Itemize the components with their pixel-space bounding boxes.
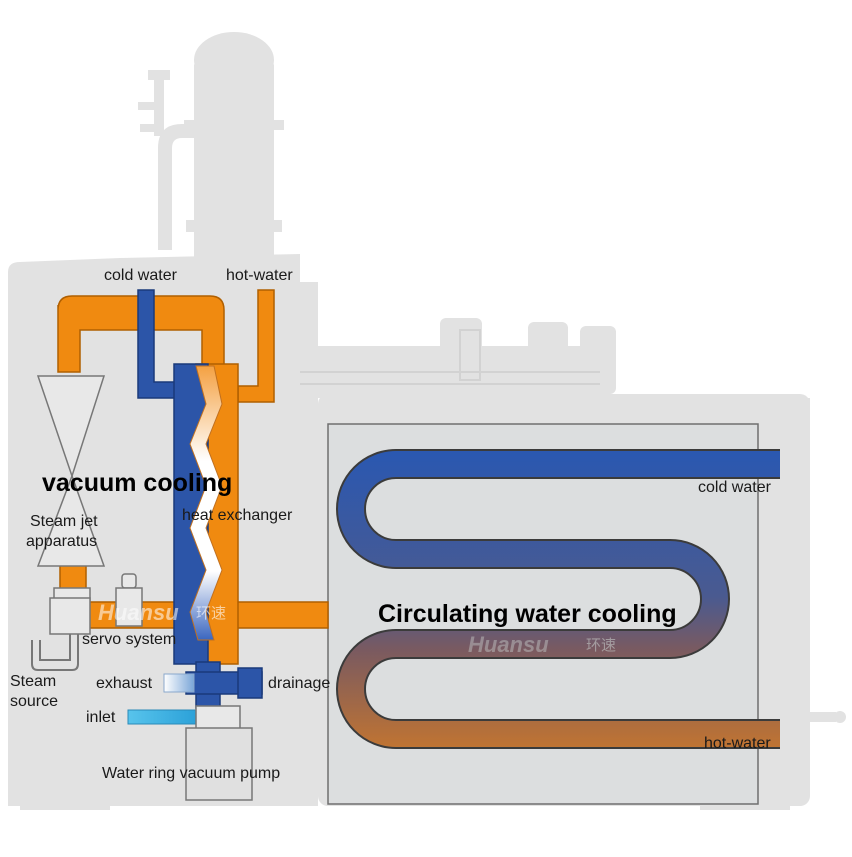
steam-nozzle [31,587,91,671]
drainage-tee [185,661,263,709]
exhaust-pipe [163,673,195,693]
inlet-pipe [127,709,199,725]
servo-system [115,573,143,627]
label-cold-water-right: cold water [698,479,772,496]
watermark-brand-right: Huansu [468,632,549,657]
serpentine-coil-fill [338,451,780,747]
label-heat-exchanger: heat exchanger [182,507,293,524]
label-steam-source-line2: source [10,693,58,710]
water-ring-vacuum-pump [185,705,253,801]
label-steam-jet-line1: Steam jet [30,513,98,530]
watermark-chinese-left: 环速 [196,605,226,622]
watermark-chinese-right: 环速 [586,637,616,654]
label-vacuum-cooling: vacuum cooling [42,469,232,497]
label-steam-source-line1: Steam [10,673,56,690]
label-cold-water-top: cold water [104,267,178,284]
label-circulating-water-cooling: Circulating water cooling [378,600,677,628]
label-vacuum-pump: Water ring vacuum pump [102,765,280,782]
watermark-left: Huansu 环速 [98,600,226,625]
label-drainage: drainage [268,675,330,692]
label-steam-jet-line2: apparatus [26,533,97,550]
steam-jet-apparatus [36,375,106,567]
label-inlet: inlet [86,709,116,726]
silhouette-details [300,329,600,385]
heat-exchanger-plate [189,365,223,641]
label-exhaust: exhaust [96,675,153,692]
label-hot-water-right: hot-water [704,735,771,752]
label-servo-system: servo system [82,631,176,648]
labels: cold water hot-water vacuum cooling heat… [10,267,772,782]
watermark-brand-left: Huansu [98,600,179,625]
watermark-right: Huansu 环速 [468,632,616,657]
label-hot-water-top: hot-water [226,267,293,284]
